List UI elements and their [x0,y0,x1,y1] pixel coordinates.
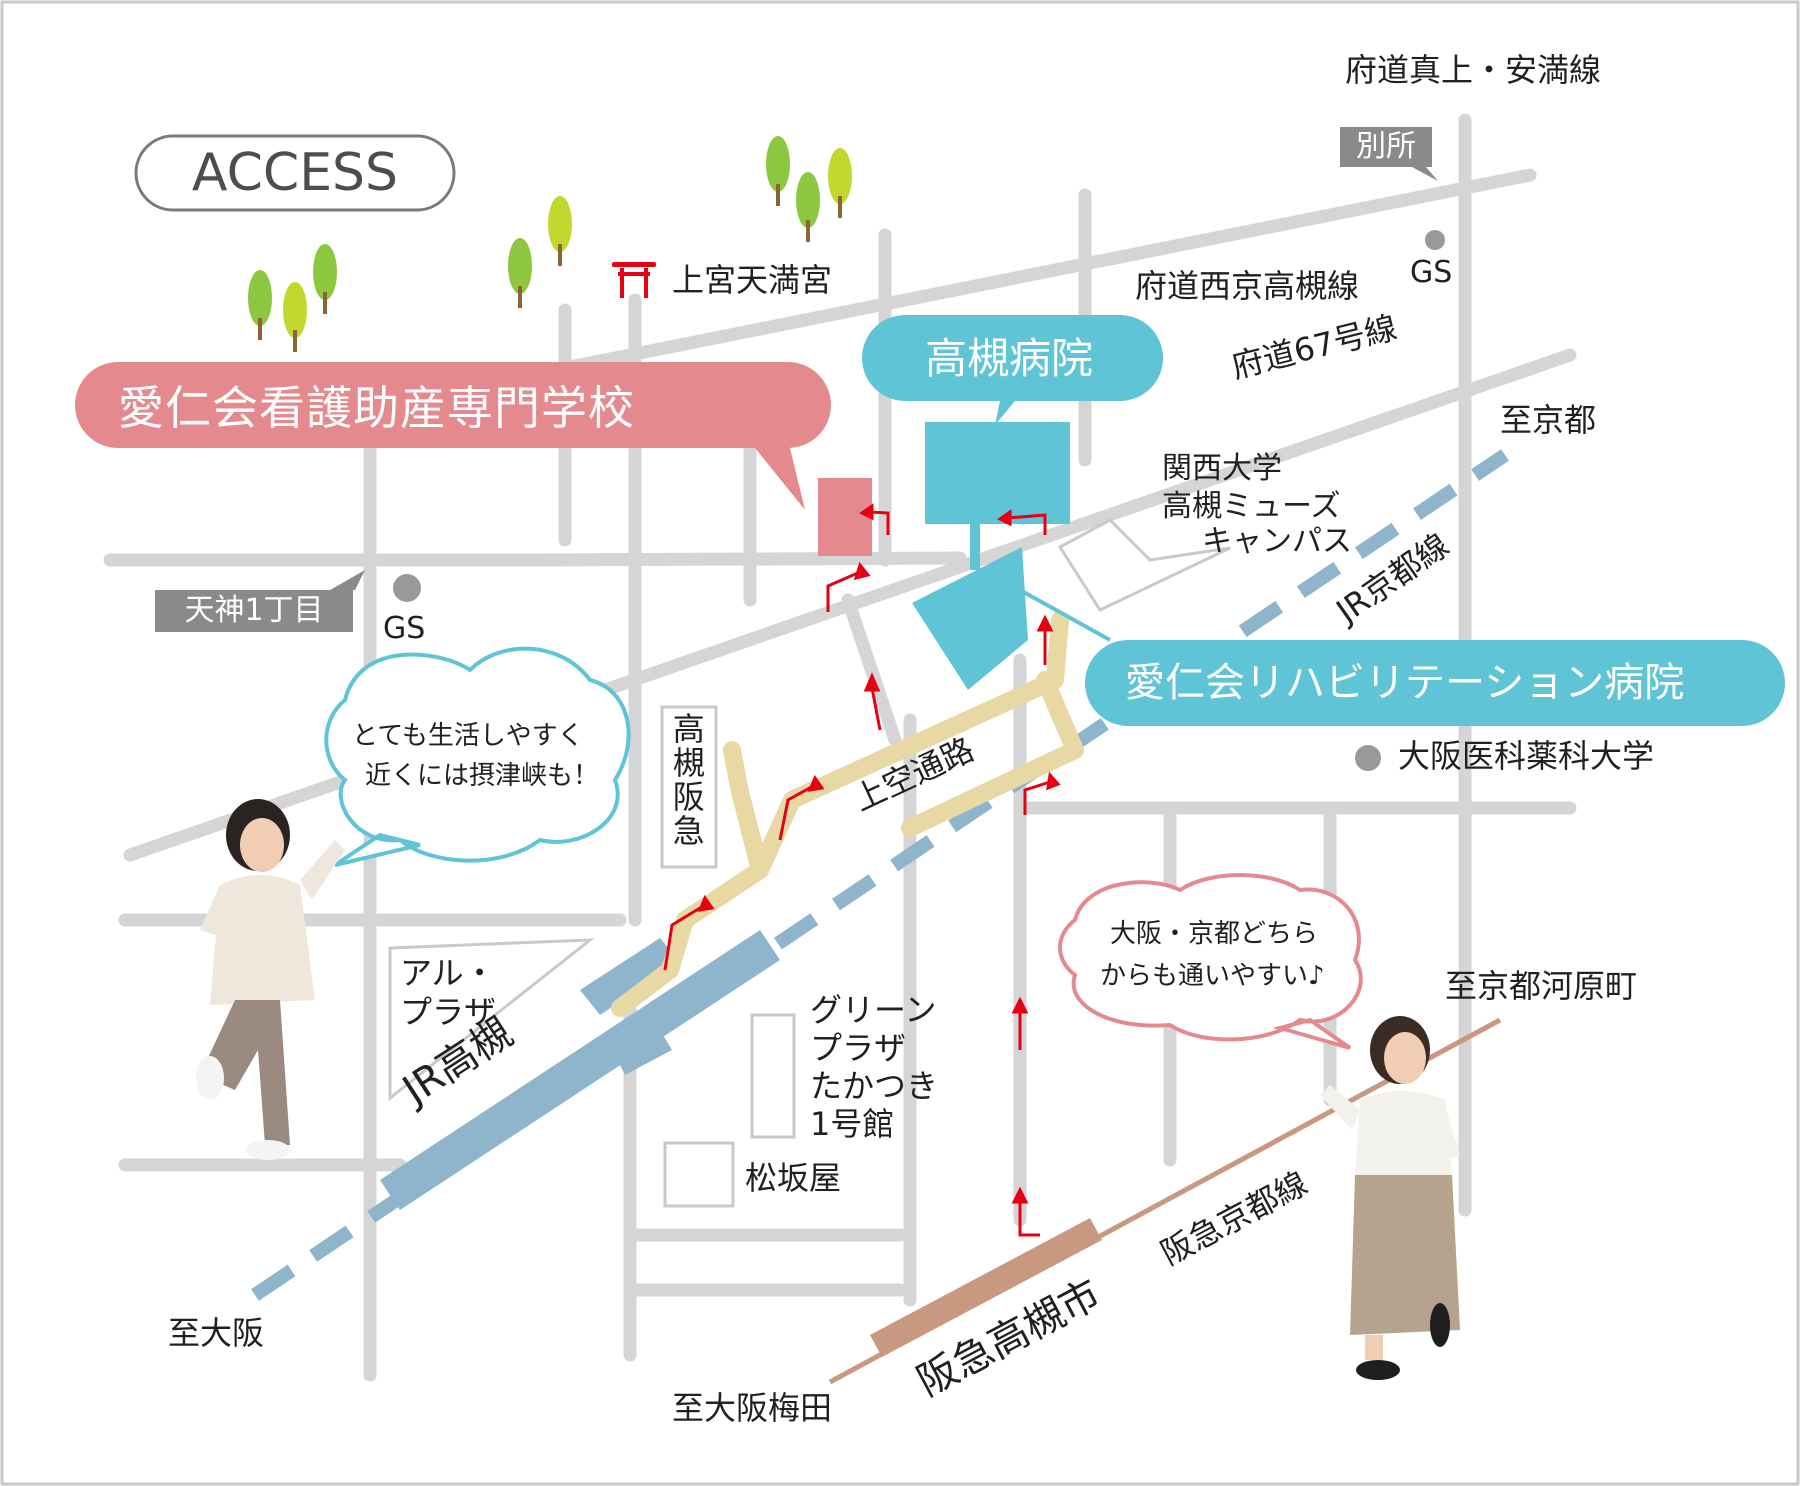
takatsuki-hankyu-label: 高槻阪急 [667,712,706,848]
green-plaza-label-4: 1号館 [810,1105,895,1143]
left-speech-line-1: とても生活しやすく [352,721,584,751]
matsuzakaya-outline [663,1141,735,1208]
left-speech-line-2: 近くには摂津峡も！ [365,761,600,791]
rehab-building [912,547,1028,690]
matsuzakaya-label: 松坂屋 [745,1159,842,1197]
student-photo-left [196,799,345,1160]
tree-icon [796,172,820,242]
hospital-building [925,422,1070,524]
gs-dot-icon [1425,230,1445,250]
to-kyoto-label: 至京都 [1500,401,1597,439]
tree-icon [248,270,272,340]
tree-icon [508,238,532,308]
tree-icon [313,244,337,314]
school-building [818,478,872,556]
hospital-callout[interactable]: 高槻病院 [925,334,1094,383]
green-plaza-label-3: たかつき [810,1067,939,1105]
tree-icon [828,148,852,218]
tree-icon [766,136,790,206]
al-plaza-label-2: プラザ [400,993,497,1031]
rehab-callout[interactable]: 愛仁会リハビリテーション病院 [1125,660,1685,706]
student-photo-right [1320,1016,1460,1380]
rehab-pointer [1019,588,1111,642]
to-kawaramachi-label: 至京都河原町 [1445,967,1638,1005]
walking-route-east [901,671,1084,837]
to-osaka-label: 至大阪 [168,1314,265,1352]
gs-label-north: GS [1410,255,1453,290]
tenjin-sign-shape [155,570,365,632]
kansai-univ-label-3: キャンパス [1202,524,1352,559]
medical-univ-label: 大阪医科薬科大学 [1398,737,1655,775]
shrine-torii-icon [612,262,656,298]
bessho-sign: 別所 [1356,129,1416,164]
access-heading: ACCESS [191,143,399,203]
gs-dot-icon [393,574,421,602]
right-speech-bubble [1058,873,1363,1050]
kansai-univ-label-2: 高槻ミューズ [1162,489,1341,524]
school-callout-shape [75,362,831,510]
rehab-callout-shape [1085,640,1785,726]
jr-takatsuki-platform [380,930,780,1210]
hospital-callout-shape [862,315,1163,425]
left-speech-bubble [324,646,631,867]
tree-icon [283,282,307,352]
kamimiya-shrine-label: 上宮天満宮 [672,261,833,299]
al-plaza-outline [388,938,595,1102]
jr-takatsuki-building [580,938,680,1015]
al-plaza-label-1: アル・ [400,954,496,992]
access-pill-shape [134,134,456,212]
kansai-univ-label-1: 関西大学 [1162,451,1282,486]
green-plaza-label-2: プラザ [810,1029,907,1067]
hankyu-takatsukishi-platform [870,1218,1102,1357]
place-dot-icon [1355,745,1381,771]
green-plaza-outline [750,1013,796,1139]
jr-takatsuki-exit [615,1030,672,1075]
route-arrows [663,503,1061,1237]
trees [248,136,852,352]
right-speech-line-2: からも通いやすい♪ [1100,961,1325,991]
takatsuki-hankyu-outline [660,705,718,869]
to-umeda-label: 至大阪梅田 [672,1389,833,1427]
tree-icon [548,196,572,266]
right-speech-line-1: 大阪・京都どちら [1110,919,1319,949]
road-fudou-makami-label: 府道真上・安満線 [1345,51,1602,89]
green-plaza-label-1: グリーン [810,991,937,1029]
school-callout[interactable]: 愛仁会看護助産専門学校 [118,381,635,435]
tenjin-sign: 天神1丁目 [184,593,324,628]
bessho-sign-shape [1340,127,1438,181]
road-fudou-saikyo-label: 府道西京高槻線 [1135,267,1360,305]
kansai-univ-outline [1057,518,1231,612]
walking-route-hankyu [723,741,769,879]
gs-label-west: GS [383,611,426,646]
